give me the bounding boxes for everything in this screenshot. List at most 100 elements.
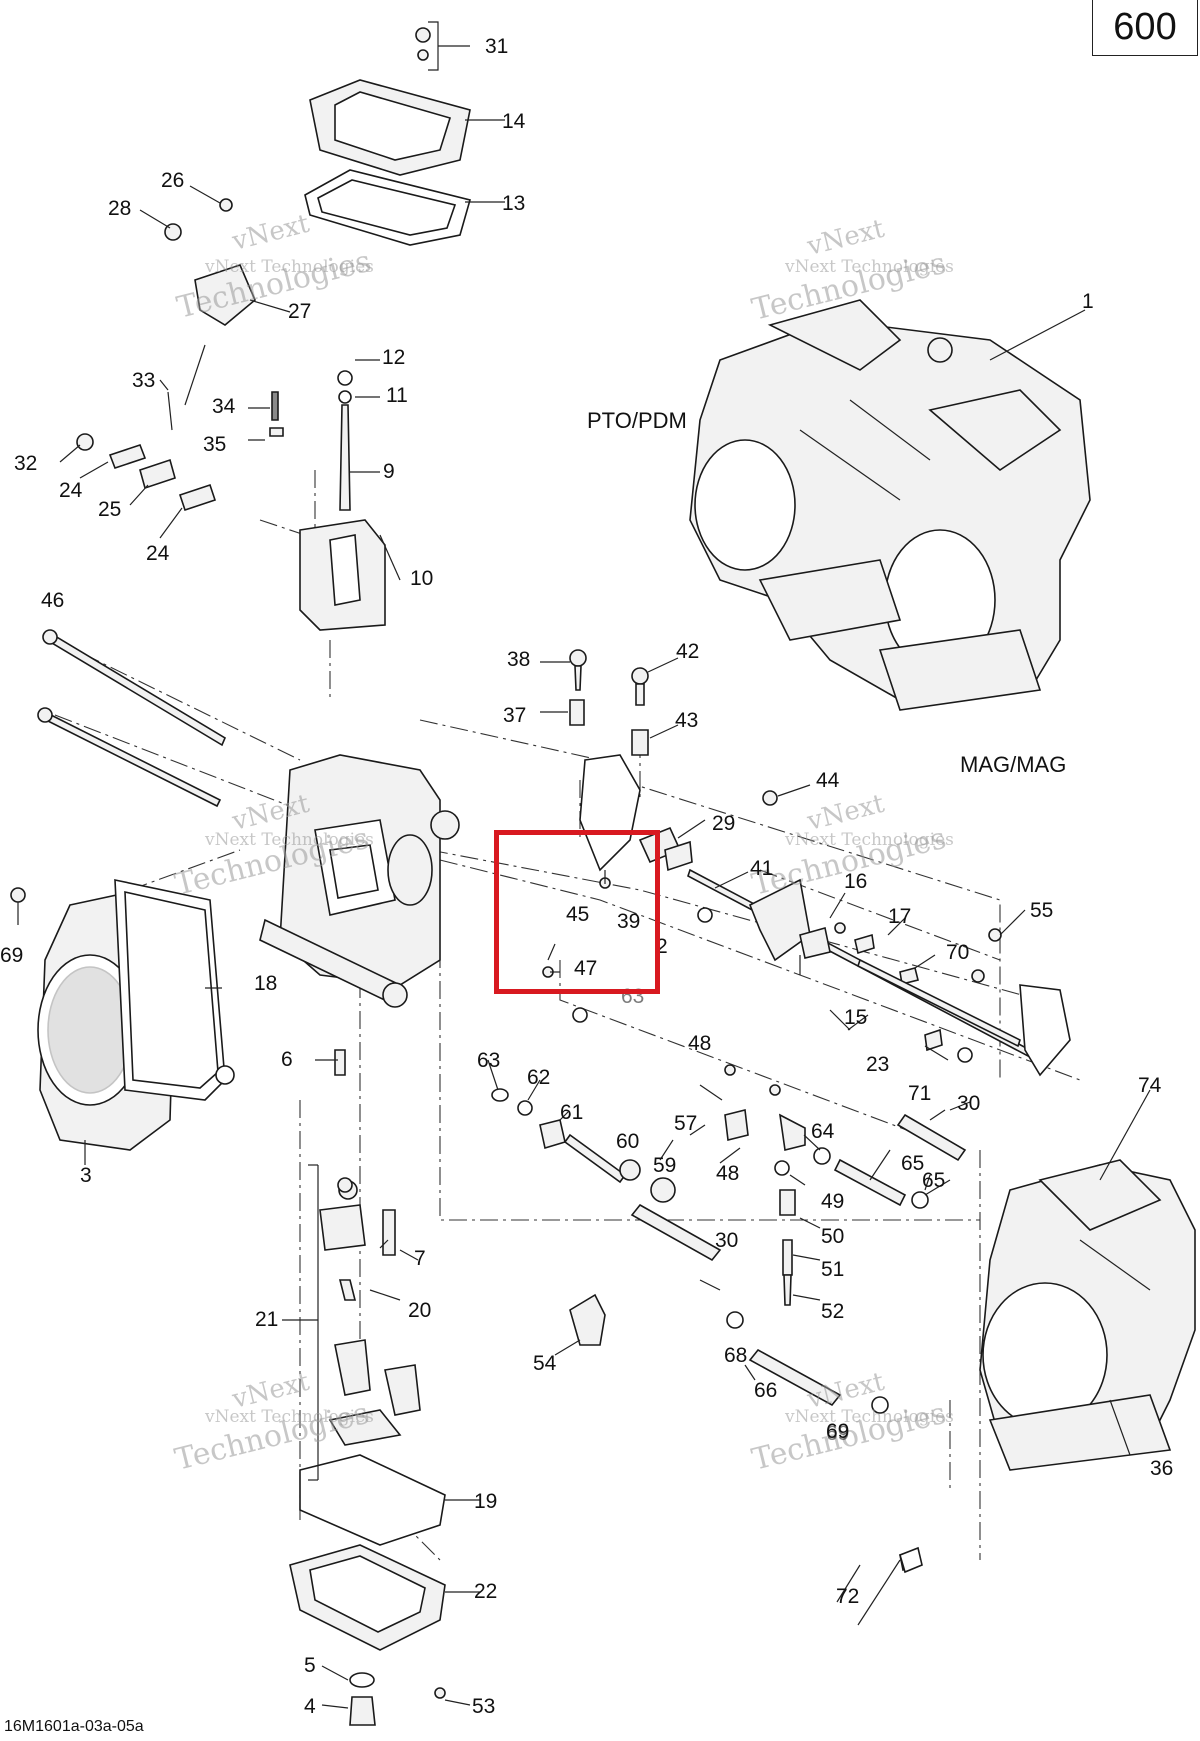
part-label-2: 2 [656,935,668,958]
part-label-19: 19 [474,1490,497,1513]
part-label-22: 22 [474,1580,497,1603]
part-label-5: 5 [304,1654,316,1677]
region-label-pto-pdm: PTO/PDM [587,408,687,433]
part-label-70: 70 [946,941,969,964]
part-label-68: 68 [724,1344,747,1367]
part-label-39: 39 [617,910,640,933]
part-label-36: 36 [1150,1457,1173,1480]
part-label-55: 55 [1030,899,1053,922]
part-label-74: 74 [1138,1074,1162,1097]
throttle-parts-center [542,649,1071,1077]
part-labels: 1234567910111213141516171819202122232424… [0,35,1173,1718]
part-label-51: 51 [821,1258,844,1281]
part-label-48: 48 [716,1162,739,1185]
cap-74 [899,1546,923,1574]
part-label-45: 45 [566,903,589,926]
svg-text:vNext Technologies: vNext Technologies [784,830,954,850]
part-label-42: 42 [676,640,699,663]
part-label-47: 47 [574,957,597,980]
part-label-48: 48 [688,1032,711,1055]
part-label-32: 32 [14,452,37,475]
partial-part-label-69: 69 [826,1422,849,1445]
part-label-65: 65 [922,1169,945,1192]
svg-text:vNext Technologies: vNext Technologies [784,1407,954,1427]
part-label-50: 50 [821,1225,844,1248]
diagram-code: 16M1601a-03a-05a [4,1718,144,1735]
float-bowl-assembly [289,1049,446,1726]
part-label-12: 12 [382,346,405,369]
part-label-33: 33 [132,369,155,392]
part-label-28: 28 [108,197,131,220]
carb-assembly-pto [689,299,1091,711]
part-label-15: 15 [844,1006,867,1029]
part-label-46: 46 [41,589,64,612]
part-label-41: 41 [750,857,773,880]
part-label-26: 26 [161,169,184,192]
part-label-71: 71 [908,1082,931,1105]
part-label-54: 54 [533,1352,557,1375]
page-number-badge: 600 [1092,0,1198,56]
part-label-43: 43 [675,709,698,732]
part-label-72: 72 [836,1585,859,1608]
carb-body-main [259,754,460,1008]
lower-center-parts [491,1064,967,1572]
part-label-69: 69 [826,1420,849,1443]
part-label-59: 59 [653,1154,676,1177]
part-label-11: 11 [386,384,408,407]
intake-boot [10,879,235,1151]
part-label-49: 49 [821,1190,844,1213]
part-label-65: 65 [901,1152,924,1175]
leader-lines [59,21,1151,1709]
highlight-box [494,830,660,994]
watermark-upper-left: vNext vNext Technologies Technologies [173,209,374,326]
part-label-16: 16 [844,870,867,893]
part-label-1: 1 [1082,290,1094,313]
part-label-52: 52 [821,1300,844,1323]
part-label-66: 66 [754,1379,777,1402]
part-label-61: 61 [560,1101,583,1124]
part-label-7: 7 [414,1247,426,1270]
long-bolts [37,629,227,808]
needle-slide [299,370,386,631]
part-label-63: 63 [477,1049,500,1072]
part-label-30: 30 [957,1092,980,1115]
part-label-57: 57 [674,1112,697,1135]
part-label-18: 18 [254,972,277,995]
part-label-24: 24 [59,479,83,502]
svg-text:vNext: vNext [803,214,887,262]
part-label-30: 30 [715,1229,738,1252]
part-label-24: 24 [146,542,170,565]
part-label-9: 9 [383,460,395,483]
svg-text:vNext Technologies: vNext Technologies [784,257,954,277]
part-label-17: 17 [888,905,911,928]
part-label-21: 21 [255,1308,278,1331]
carb-assembly-mag [979,1159,1196,1471]
svg-text:vNext: vNext [228,209,312,257]
part-label-60: 60 [616,1130,639,1153]
part-label-4: 4 [304,1695,316,1718]
part-label-14: 14 [502,110,526,133]
part-label-53: 53 [472,1695,495,1718]
watermark-lower-right: vNext vNext Technologies Technologies [748,1367,953,1478]
part-label-64: 64 [811,1120,835,1143]
part-label-69: 69 [0,944,23,967]
cover-assembly [304,27,471,246]
part-label-37: 37 [503,704,526,727]
part-label-23: 23 [866,1053,889,1076]
part-label-13: 13 [502,192,525,215]
svg-text:vNext Technologies: vNext Technologies [204,830,374,850]
part-label-25: 25 [98,498,121,521]
part-label-20: 20 [408,1299,431,1322]
part-label-35: 35 [203,433,226,456]
svg-text:vNext Technologies: vNext Technologies [204,1407,374,1427]
part-label-29: 29 [712,812,735,835]
part-label-62: 62 [527,1066,550,1089]
part-label-10: 10 [410,567,433,590]
svg-text:vNext Technologies: vNext Technologies [204,257,374,277]
region-label-mag-mag: MAG/MAG [960,752,1066,777]
part-label-6: 6 [281,1048,293,1071]
part-label-27: 27 [288,300,311,323]
part-label-31: 31 [485,35,508,58]
part-label-44: 44 [816,769,840,792]
